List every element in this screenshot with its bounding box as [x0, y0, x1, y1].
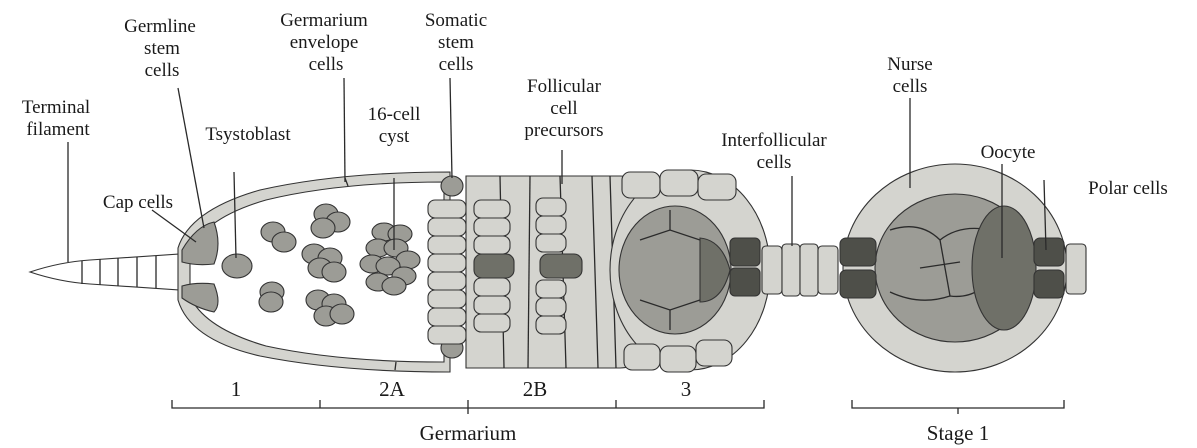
label-polar-cells: Polar cells [1088, 178, 1168, 199]
stage-1-chamber [840, 164, 1086, 372]
label-terminal-filament-2: filament [26, 119, 90, 140]
stage1-label: Stage 1 [927, 421, 989, 445]
label-germarium-envelope-1: Germarium [280, 10, 368, 31]
label-cyst-1: 16-cell [368, 104, 421, 125]
label-somatic-2: stem [438, 32, 474, 53]
label-follicular-2: cell [550, 98, 577, 119]
label-tsystoblast: Tsystoblast [205, 124, 291, 145]
germarium-bracket: Germarium [172, 400, 764, 445]
label-nurse-1: Nurse [887, 54, 932, 75]
region-2a-label: 2A [379, 377, 406, 401]
label-germline-3: cells [145, 60, 180, 81]
label-terminal-filament-1: Terminal [22, 97, 90, 118]
region-3-chamber [610, 170, 770, 372]
label-cyst-2: cyst [379, 126, 410, 147]
interfollicular-stalk [762, 244, 838, 296]
label-interfollicular-1: Interfollicular [721, 130, 827, 151]
region-2a-column [428, 200, 466, 344]
label-somatic-1: Somatic [425, 10, 487, 31]
label-nurse-2: cells [893, 76, 928, 97]
label-germline-1: Germline [124, 16, 196, 37]
stage1-bracket: Stage 1 [852, 400, 1064, 445]
label-germarium-envelope-2: envelope [290, 32, 359, 53]
terminal-filament [30, 254, 180, 290]
region-2b-label: 2B [523, 377, 548, 401]
label-follicular-1: Follicular [527, 76, 602, 97]
germarium-label: Germarium [420, 421, 517, 445]
label-oocyte: Oocyte [981, 142, 1036, 163]
label-germarium-envelope-3: cells [309, 54, 344, 75]
label-germline-2: stem [144, 38, 180, 59]
label-follicular-3: precursors [524, 120, 603, 141]
label-interfollicular-2: cells [757, 152, 792, 173]
region-labels: 1 2A 2B 3 [231, 377, 692, 401]
region-1-label: 1 [231, 377, 242, 401]
label-cap-cells: Cap cells [103, 192, 173, 213]
label-somatic-3: cells [439, 54, 474, 75]
region-3-label: 3 [681, 377, 692, 401]
